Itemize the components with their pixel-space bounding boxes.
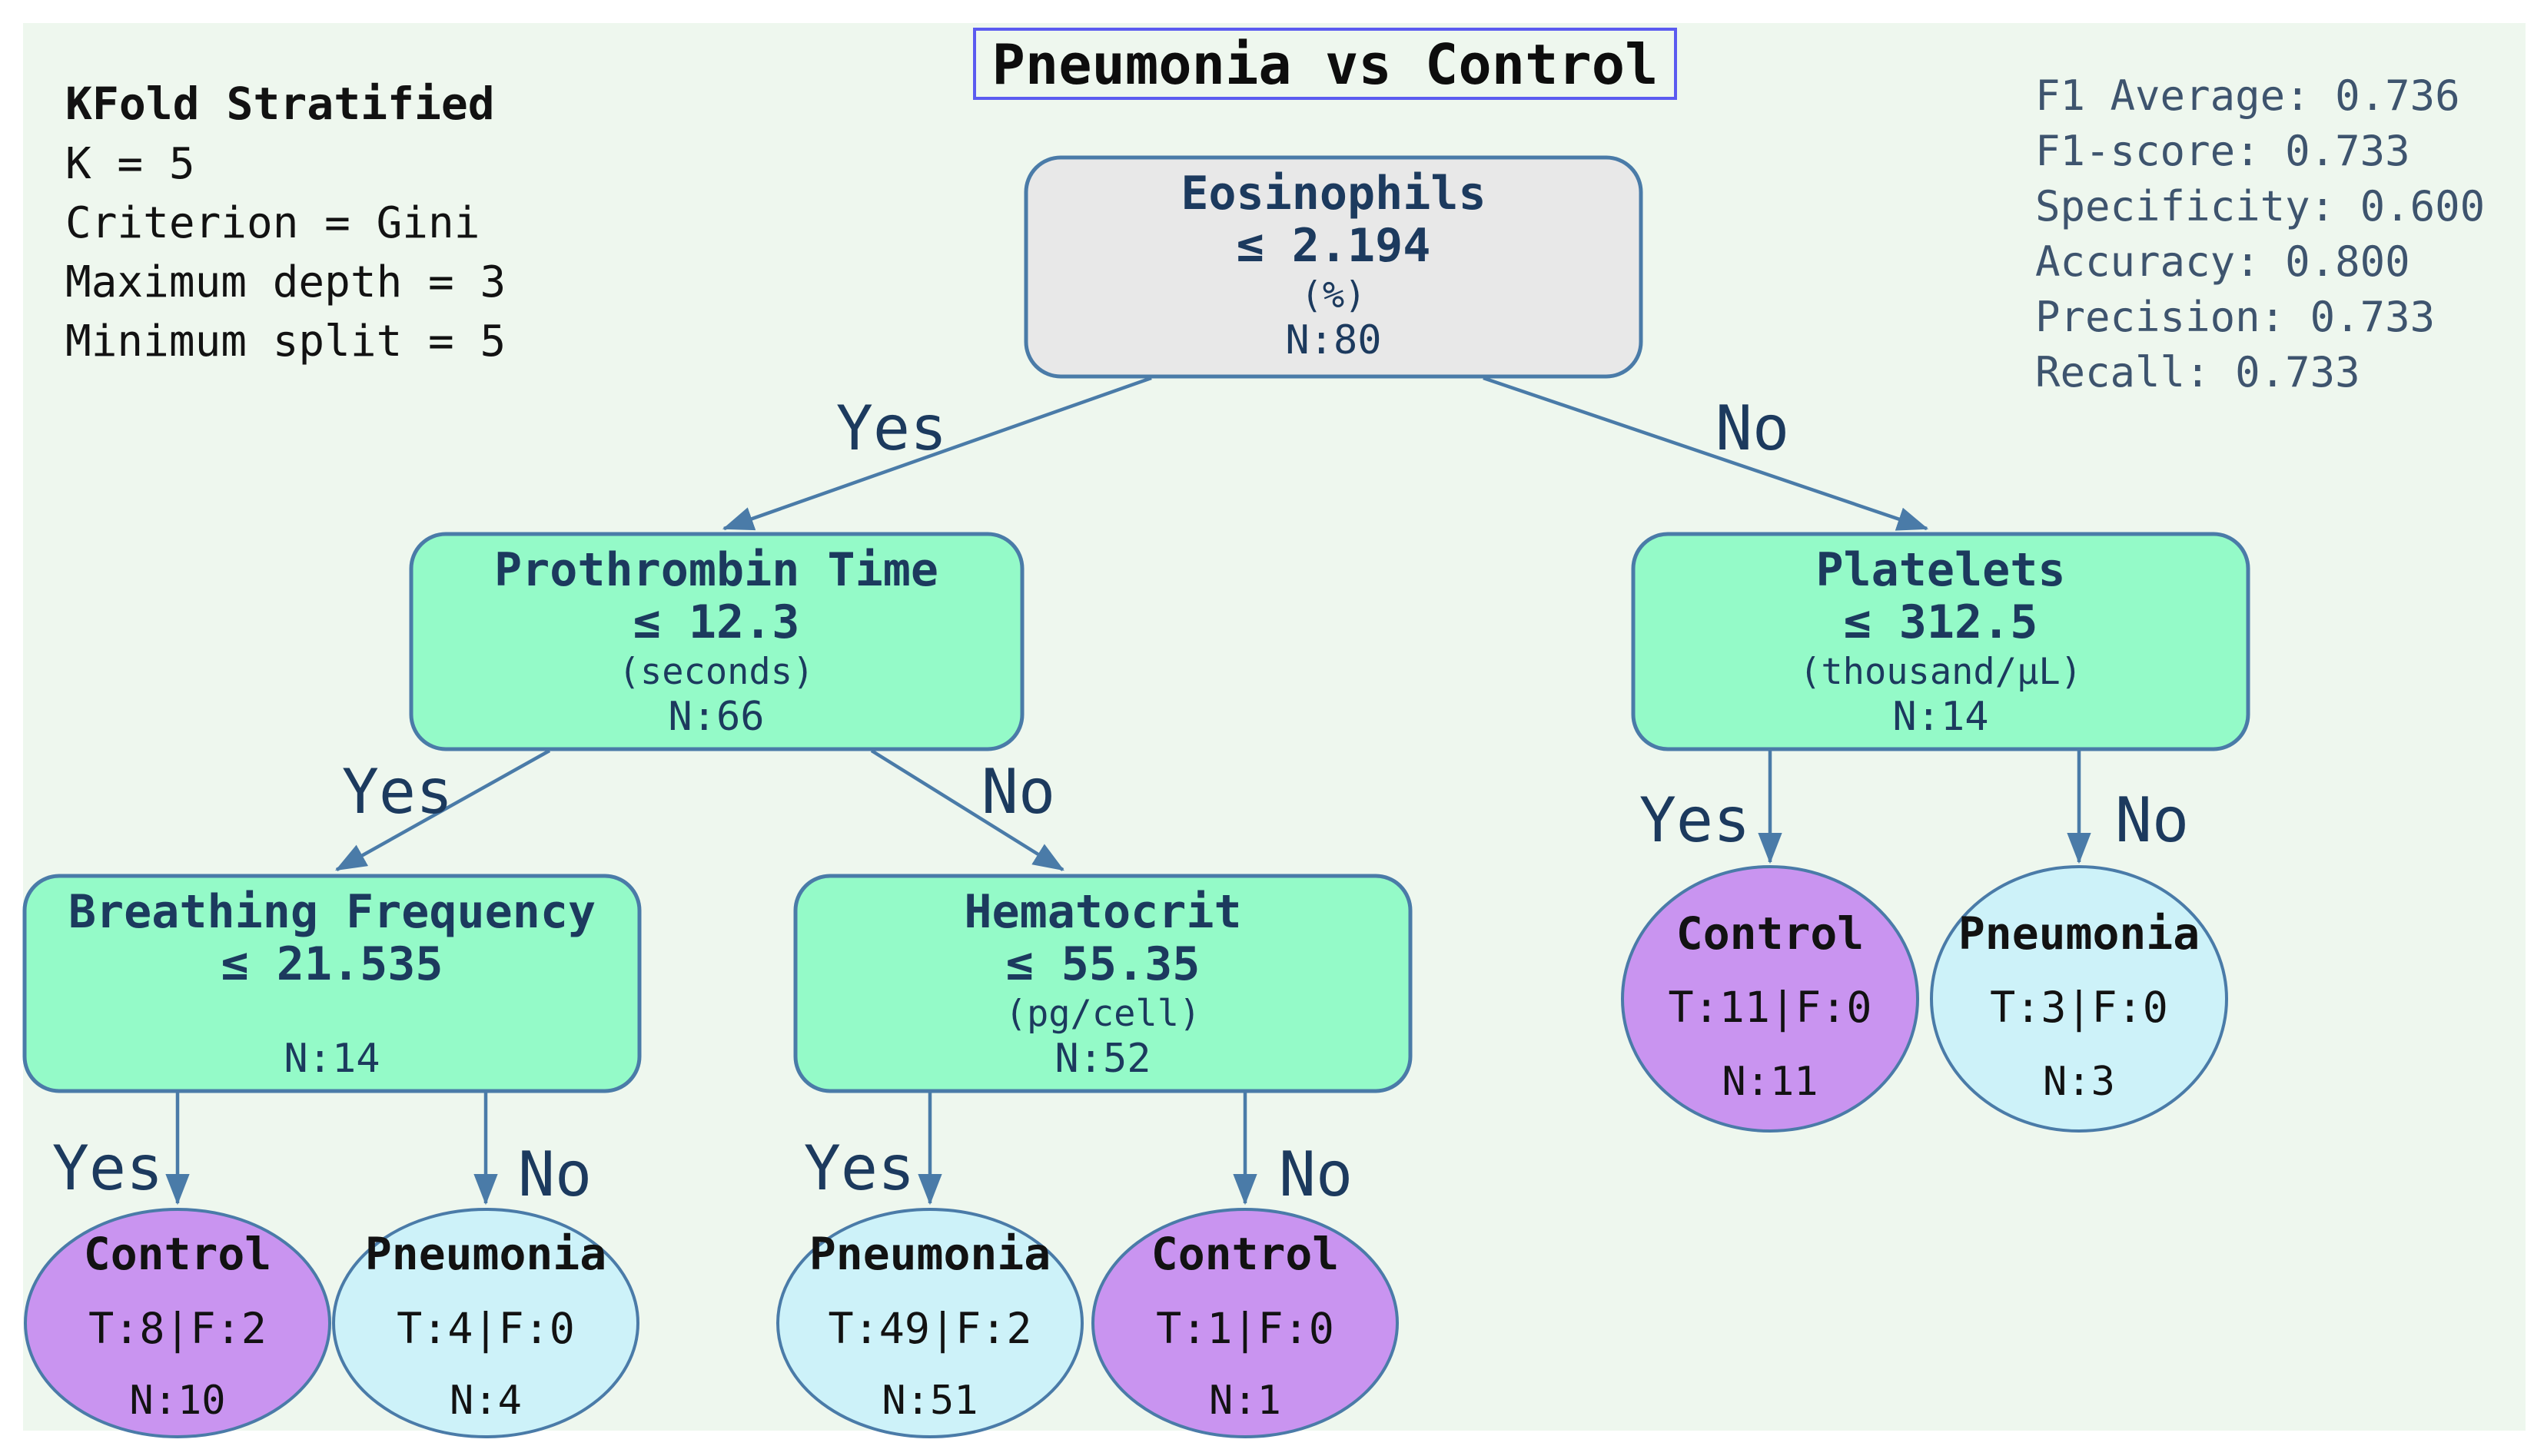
leaf-hematocrit-no-control: Control T:1|F:0 N:1	[1091, 1208, 1399, 1438]
node-hematocrit: Hematocrit ≤ 55.35 (pg/cell) N:52	[793, 874, 1413, 1093]
edge-prothrombin-yes-label: Yes	[342, 756, 453, 827]
metrics-block: F1 Average: 0.736 F1-score: 0.733 Specif…	[2035, 71, 2485, 396]
edge-hematocrit-yes-label: Yes	[804, 1133, 915, 1204]
edge-breathing-no-label: No	[518, 1139, 592, 1210]
leaf-samples: N:10	[129, 1378, 225, 1424]
node-prothrombin: Prothrombin Time ≤ 12.3 (seconds) N:66	[409, 532, 1025, 751]
config-heading: KFold Stratified	[65, 78, 495, 130]
edge-hematocrit-no: No	[1233, 1093, 1353, 1210]
edge-platelets-yes-label: Yes	[1639, 784, 1751, 856]
node-platelets-unit: (thousand/μL)	[1799, 651, 2082, 693]
config-max-depth: Maximum depth = 3	[65, 257, 506, 307]
node-prothrombin-threshold: ≤ 12.3	[633, 595, 800, 649]
node-breathing-feature: Breathing Frequency	[68, 885, 596, 939]
edge-prothrombin-yes: Yes	[335, 749, 551, 871]
node-platelets-samples: N:14	[1892, 694, 1988, 740]
edge-platelets-no: No	[2067, 751, 2189, 864]
leaf-tf: T:49|F:2	[829, 1304, 1032, 1354]
leaf-samples: N:3	[2043, 1059, 2115, 1105]
config-criterion: Criterion = Gini	[65, 198, 480, 248]
leaf-label: Control	[84, 1228, 271, 1280]
leaf-label: Pneumonia	[1958, 907, 2200, 960]
leaf-breathing-no-pneumonia: Pneumonia T:4|F:0 N:4	[332, 1208, 639, 1438]
node-platelets: Platelets ≤ 312.5 (thousand/μL) N:14	[1631, 532, 2250, 751]
metric-specificity: Specificity: 0.600	[2035, 182, 2485, 231]
node-breathing-threshold: ≤ 21.535	[221, 937, 443, 991]
edge-root-yes-label: Yes	[836, 393, 948, 464]
edge-platelets-yes: Yes	[1639, 751, 1782, 864]
node-platelets-feature: Platelets	[1815, 543, 2065, 597]
leaf-platelets-no-pneumonia: Pneumonia T:3|F:0 N:3	[1930, 865, 2228, 1133]
node-prothrombin-unit: (seconds)	[619, 651, 815, 693]
edge-hematocrit-no-label: No	[1279, 1139, 1353, 1210]
leaf-samples: N:4	[450, 1378, 522, 1424]
node-hematocrit-feature: Hematocrit	[964, 885, 1241, 939]
node-prothrombin-samples: N:66	[668, 694, 764, 740]
edge-root-no: No	[1483, 376, 1929, 531]
leaf-label: Pneumonia	[809, 1228, 1051, 1280]
edge-root-no-label: No	[1715, 393, 1789, 464]
leaf-label: Control	[1151, 1228, 1339, 1280]
node-root-threshold: ≤ 2.194	[1237, 219, 1431, 273]
node-hematocrit-samples: N:52	[1054, 1036, 1151, 1082]
node-root-samples: N:80	[1285, 317, 1381, 363]
node-platelets-threshold: ≤ 312.5	[1844, 595, 2038, 649]
leaf-tf: T:1|F:0	[1156, 1304, 1334, 1354]
edge-hematocrit-yes: Yes	[804, 1093, 942, 1206]
leaf-samples: N:51	[882, 1378, 978, 1424]
leaf-samples: N:1	[1209, 1378, 1281, 1424]
metric-f1-average: F1 Average: 0.736	[2035, 71, 2460, 120]
node-hematocrit-unit: (pg/cell)	[1005, 993, 1201, 1035]
leaf-tf: T:3|F:0	[1990, 983, 2168, 1033]
leaf-tf: T:11|F:0	[1669, 983, 1872, 1033]
config-block: KFold Stratified K = 5 Criterion = Gini …	[65, 78, 506, 366]
leaf-platelets-yes-control: Control T:11|F:0 N:11	[1621, 865, 1919, 1133]
leaf-tf: T:4|F:0	[397, 1304, 575, 1354]
node-breathing: Breathing Frequency ≤ 21.535 N:14	[22, 874, 642, 1093]
leaf-label: Control	[1676, 907, 1864, 960]
edge-breathing-yes: Yes	[52, 1093, 190, 1206]
leaf-tf: T:8|F:2	[88, 1304, 267, 1354]
metric-recall: Recall: 0.733	[2035, 348, 2360, 396]
edge-breathing-no: No	[473, 1093, 592, 1210]
title-box	[973, 28, 1677, 100]
leaf-breathing-yes-control: Control T:8|F:2 N:10	[24, 1208, 331, 1438]
title-text: Pneumonia vs Control	[992, 32, 1659, 97]
node-prothrombin-feature: Prothrombin Time	[494, 543, 938, 597]
metric-f1-score: F1-score: 0.733	[2035, 127, 2410, 175]
leaf-label: Pneumonia	[365, 1228, 606, 1280]
edge-prothrombin-no: No	[870, 749, 1064, 871]
edge-platelets-no-label: No	[2115, 784, 2189, 856]
config-min-split: Minimum split = 5	[65, 317, 506, 366]
chart-title: Pneumonia vs Control	[973, 28, 1677, 100]
node-root-feature: Eosinophils	[1181, 167, 1486, 221]
metric-accuracy: Accuracy: 0.800	[2035, 237, 2410, 286]
edge-prothrombin-no-label: No	[981, 756, 1055, 827]
metric-precision: Precision: 0.733	[2035, 293, 2435, 341]
node-breathing-samples: N:14	[284, 1036, 380, 1082]
leaf-samples: N:11	[1722, 1059, 1818, 1105]
edge-breathing-yes-label: Yes	[52, 1133, 164, 1204]
node-root-unit: (%)	[1301, 274, 1367, 317]
edge-root-yes: Yes	[722, 376, 1152, 531]
node-root: Eosinophils ≤ 2.194 (%) N:80	[1024, 155, 1643, 379]
node-hematocrit-threshold: ≤ 55.35	[1006, 937, 1201, 991]
leaf-hematocrit-yes-pneumonia: Pneumonia T:49|F:2 N:51	[776, 1208, 1084, 1438]
config-k: K = 5	[65, 139, 195, 189]
